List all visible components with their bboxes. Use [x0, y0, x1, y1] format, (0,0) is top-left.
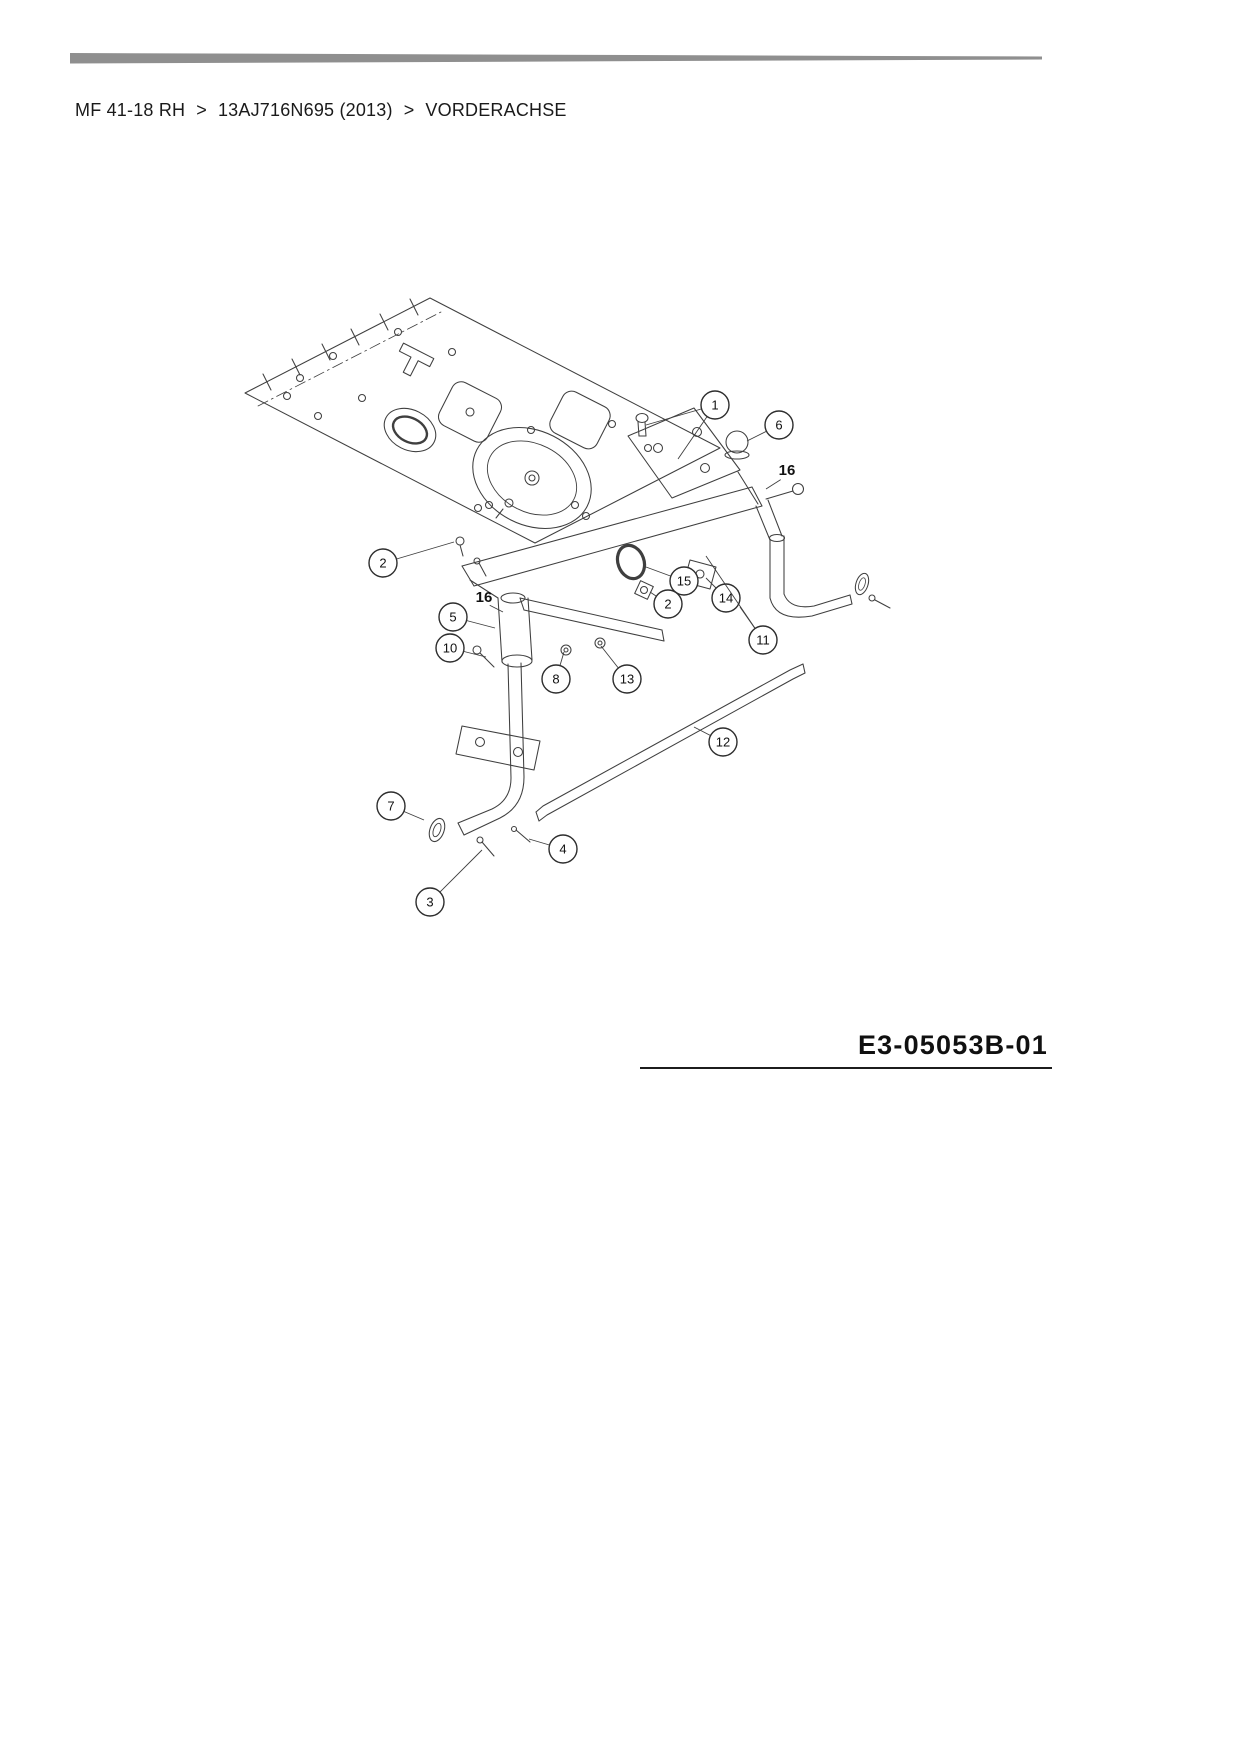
drawing-code-underline: [640, 1067, 1052, 1069]
callout-label: 15: [677, 574, 691, 589]
callout-circle: [548, 834, 578, 864]
right-spindle: [755, 499, 891, 618]
callout-label: 3: [426, 895, 433, 910]
bushing-ring: [615, 543, 647, 581]
steering-bearing-ring: [472, 427, 592, 529]
small-bearing: [383, 407, 437, 453]
callout-label: 1: [711, 398, 718, 413]
top-divider: [70, 53, 1042, 64]
callout-16: 16: [765, 462, 796, 490]
callout-circle: [438, 602, 468, 632]
callout-label: 16: [476, 589, 493, 606]
callout-label: 8: [552, 672, 559, 687]
callout-label: 2: [379, 556, 386, 571]
callout-3: 3: [415, 849, 483, 917]
callout-7: 7: [376, 791, 425, 821]
frame-t-bracket: [398, 342, 435, 377]
callout-leader-line: [765, 479, 781, 490]
left-spindle: [428, 592, 541, 857]
callout-15: 15: [645, 566, 699, 596]
callout-14: 14: [705, 577, 741, 613]
breadcrumb-item-2[interactable]: 13AJ716N695 (2013): [217, 100, 393, 120]
callout-circle: [669, 566, 699, 596]
callout-label: 5: [449, 610, 456, 625]
drawing-code: E3-05053B-01: [857, 1030, 1048, 1060]
callout-4: 4: [528, 834, 578, 864]
callout-2: 2: [368, 541, 455, 578]
callout-label: 6: [775, 418, 782, 433]
frame-plate: [244, 297, 721, 544]
callout-circle: [415, 887, 445, 917]
steering-arm-bracket: [455, 725, 541, 771]
callout-circle: [376, 791, 406, 821]
callout-6: 6: [746, 410, 794, 442]
callout-13: 13: [600, 645, 642, 694]
callout-circle: [748, 625, 778, 655]
tie-rod: [535, 663, 806, 822]
breadcrumb-separator: >: [196, 100, 207, 120]
callout-circle: [700, 390, 730, 420]
callout-label: 12: [716, 735, 730, 750]
callout-1: 1: [645, 390, 730, 460]
callout-circle: [368, 548, 398, 578]
axle-washer-right: [854, 572, 870, 596]
breadcrumb-item-3: VORDERACHSE: [425, 100, 567, 120]
callout-12: 12: [693, 726, 738, 757]
callout-label: 2: [664, 597, 671, 612]
breadcrumb-item-1[interactable]: MF 41-18 RH: [75, 100, 186, 120]
pivot-cap: [725, 430, 749, 454]
breadcrumb-separator: >: [403, 100, 415, 120]
callout-2: 2: [649, 589, 683, 619]
callout-circle: [612, 664, 642, 694]
callout-11: 11: [705, 555, 778, 655]
fasteners: [455, 412, 649, 668]
callout-circle: [708, 727, 738, 757]
callout-circle: [541, 664, 571, 694]
callout-leader-line: [489, 604, 504, 613]
callout-label: 14: [719, 591, 733, 606]
callout-circle: [653, 589, 683, 619]
front-axle-beam: [461, 430, 805, 656]
callout-circle: [711, 583, 741, 613]
callout-label: 16: [779, 462, 796, 479]
axle-washer-left: [428, 817, 446, 843]
callout-circle: [435, 633, 465, 663]
callout-5: 5: [438, 602, 496, 632]
callout-label: 4: [559, 842, 566, 857]
callout-label: 7: [387, 799, 394, 814]
breadcrumb: MF 41-18 RH >13AJ716N695 (2013) > VORDERACH…: [75, 100, 567, 121]
callout-10: 10: [435, 633, 487, 663]
callout-label: 10: [443, 641, 457, 656]
callout-label: 13: [620, 672, 634, 687]
callout-label: 11: [756, 633, 770, 648]
callout-8: 8: [541, 651, 571, 694]
callout-circle: [764, 410, 794, 440]
axle-pivot-bracket: [627, 407, 759, 505]
callout-16: 16: [476, 589, 504, 613]
